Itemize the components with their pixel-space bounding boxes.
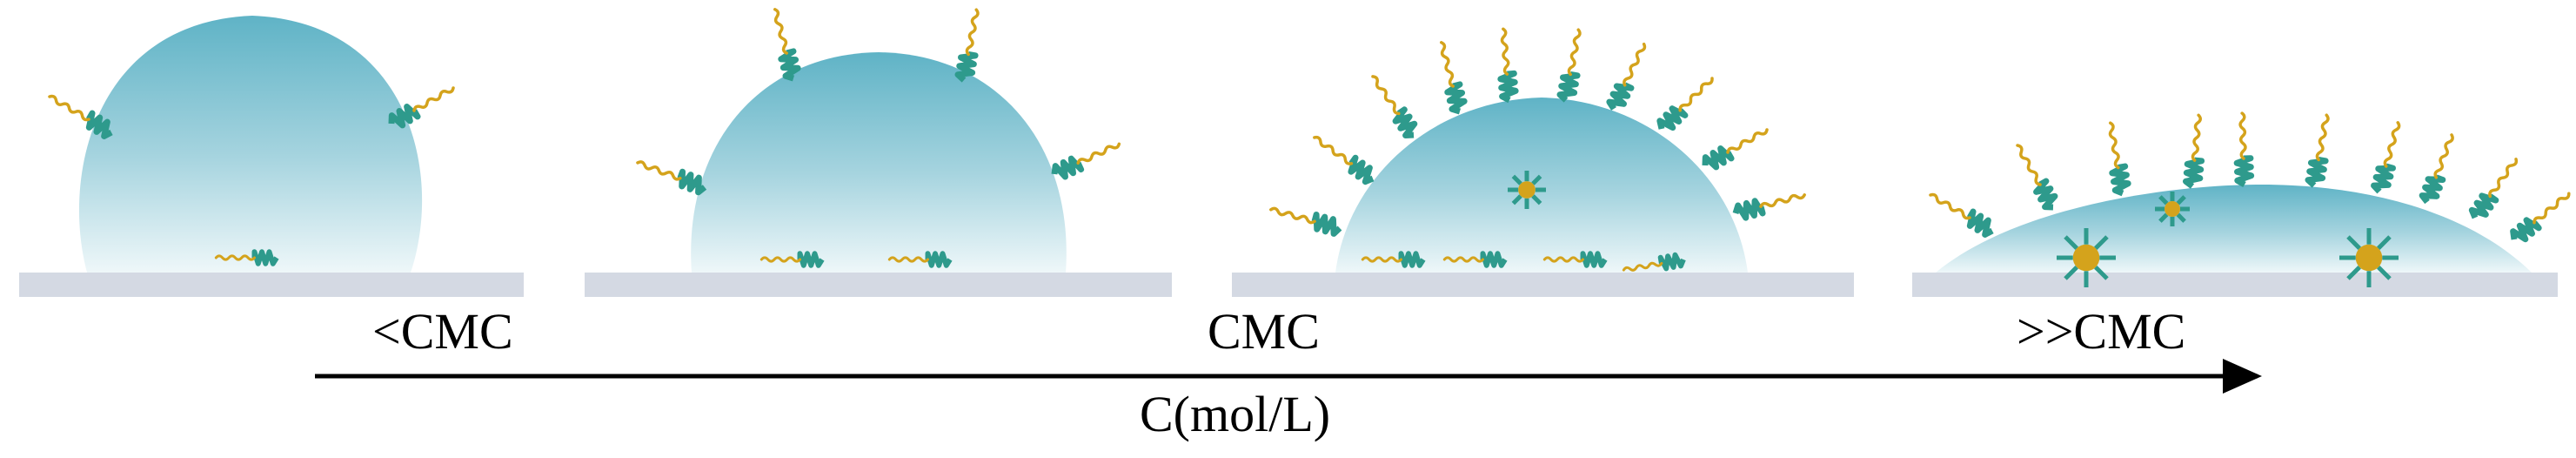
stage-4	[1912, 185, 2558, 297]
surfactant-molecule-3	[214, 249, 279, 266]
surfactant-molecule-16	[1606, 42, 1647, 111]
surfactant-molecule-20	[1361, 251, 1426, 268]
surfactant-molecule-15	[1556, 28, 1582, 103]
surfactant-molecule-14	[1497, 27, 1519, 104]
surfactant-molecule-26	[2108, 121, 2131, 197]
micelle-1	[1508, 171, 1546, 209]
surfactant-molecule-13	[1440, 41, 1468, 115]
surfactant-molecule-30	[2371, 121, 2401, 194]
surfactant-molecule-9	[887, 251, 953, 268]
surfactant-molecule-11	[1313, 135, 1375, 185]
stage-1	[19, 16, 524, 297]
substrate-4	[1912, 273, 2558, 297]
surfactant-molecule-32	[2468, 158, 2519, 219]
surfactant-molecule-22	[1542, 251, 1608, 268]
stage-3	[1232, 98, 1854, 297]
surfactant-molecules	[48, 8, 2571, 287]
axis-label-concentration: C(mol/L)	[1140, 386, 1331, 442]
surfactant-molecule-28	[2233, 111, 2255, 188]
surfactant-molecule-19	[1732, 193, 1806, 221]
droplet-3	[1335, 98, 1748, 273]
surfactant-molecule-7	[1051, 142, 1121, 180]
substrate-1	[19, 273, 524, 297]
micelle-2	[2155, 192, 2190, 226]
droplet-2	[691, 52, 1067, 273]
label-at-cmc: CMC	[1208, 303, 1320, 360]
surfactant-molecule-8	[759, 251, 825, 268]
droplet-1	[78, 16, 423, 273]
surfactant-molecule-23	[1622, 252, 1686, 272]
micelle-3	[2057, 228, 2116, 287]
substrate-3	[1232, 273, 1854, 297]
surfactant-molecule-2	[388, 86, 455, 129]
surfactant-molecule-31	[2419, 133, 2454, 205]
substrate-2	[585, 273, 1172, 297]
surfactant-molecule-5	[954, 8, 980, 83]
surfactant-molecule-24	[1929, 192, 1994, 238]
label-below-cmc: <CMC	[372, 303, 513, 360]
label-above-cmc: >>CMC	[2017, 303, 2186, 360]
surfactant-molecule-10	[1269, 206, 1342, 237]
surfactant-molecule-12	[1371, 75, 1418, 138]
droplet-4	[1936, 185, 2532, 273]
surfactant-molecule-1	[48, 94, 113, 139]
surfactant-molecule-29	[2305, 113, 2330, 188]
surfactant-molecule-21	[1442, 251, 1508, 268]
surfactant-molecule-27	[2182, 113, 2205, 189]
surfactant-molecule-25	[2016, 144, 2058, 211]
surfactant-molecule-18	[1702, 128, 1769, 171]
surfactant-molecule-4	[773, 8, 801, 82]
surfactant-molecule-6	[636, 160, 707, 196]
surfactant-molecule-33	[2510, 192, 2571, 243]
surfactant-molecule-17	[1656, 77, 1714, 131]
micelle-4	[2339, 228, 2399, 287]
stage-2	[585, 52, 1172, 297]
